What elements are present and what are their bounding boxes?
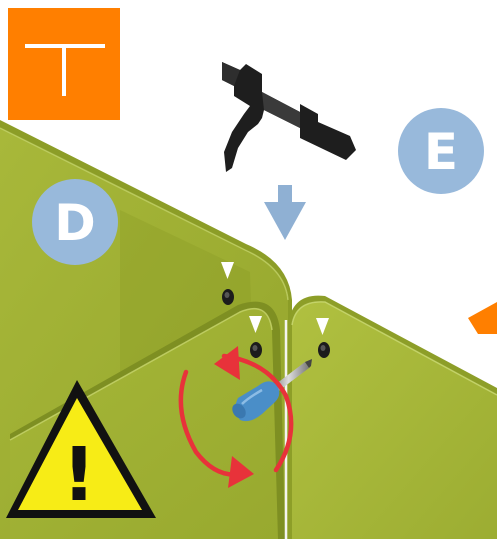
panel-right — [288, 295, 497, 539]
step-badge-e: E — [398, 108, 484, 194]
t-connector-icon — [8, 8, 120, 120]
screw-hole-left — [222, 289, 234, 305]
step-badge-d-label: D — [54, 194, 96, 252]
warning-icon: ! — [6, 380, 156, 518]
down-arrow-icon — [264, 185, 306, 240]
t-bracket-part — [222, 62, 356, 172]
screw-hole-right — [318, 342, 330, 358]
screw-marker — [316, 318, 329, 335]
screw-hole-center — [250, 342, 262, 358]
warning-symbol: ! — [62, 432, 96, 518]
step-badge-e-label: E — [424, 123, 458, 181]
rotate-arrow-icon — [178, 346, 294, 488]
screw-marker — [249, 316, 262, 333]
step-badge-d: D — [32, 179, 118, 265]
side-orange-part — [468, 302, 497, 334]
screw-marker — [221, 262, 234, 279]
